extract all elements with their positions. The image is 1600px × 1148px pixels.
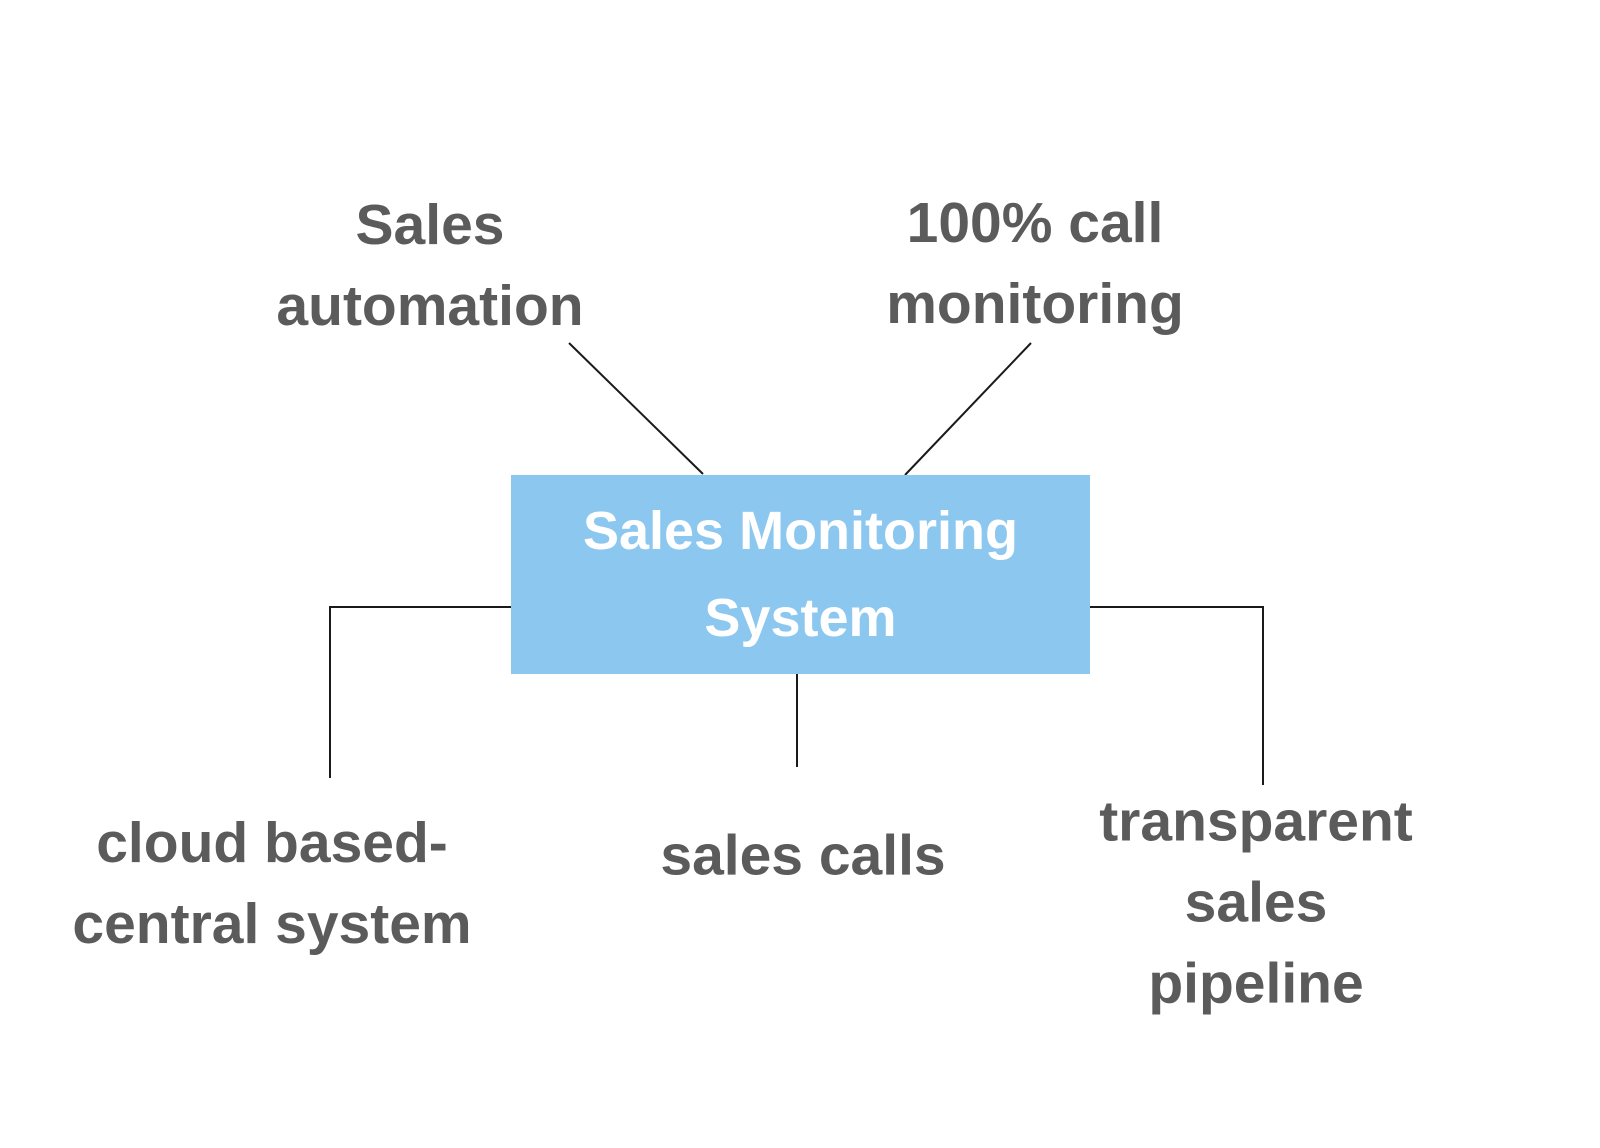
- node-call-monitoring: 100% call monitoring: [886, 191, 1184, 336]
- node-sales-calls: sales calls: [660, 823, 946, 888]
- node-transparent-pipeline: transparent sales pipeline: [1099, 789, 1413, 1016]
- connector-cloud-central-system: [329, 606, 511, 778]
- connector-sales-automation: [568, 342, 704, 475]
- node-cloud-central-system: cloud based- central system: [72, 811, 472, 956]
- connector-call-monitoring: [904, 342, 1032, 476]
- center-node-label: Sales Monitoring System: [582, 501, 1019, 648]
- center-node-sales-monitoring-system: Sales Monitoring System: [511, 475, 1090, 674]
- node-sales-automation: Sales automation: [276, 193, 584, 338]
- connector-transparent-pipeline: [1090, 606, 1264, 785]
